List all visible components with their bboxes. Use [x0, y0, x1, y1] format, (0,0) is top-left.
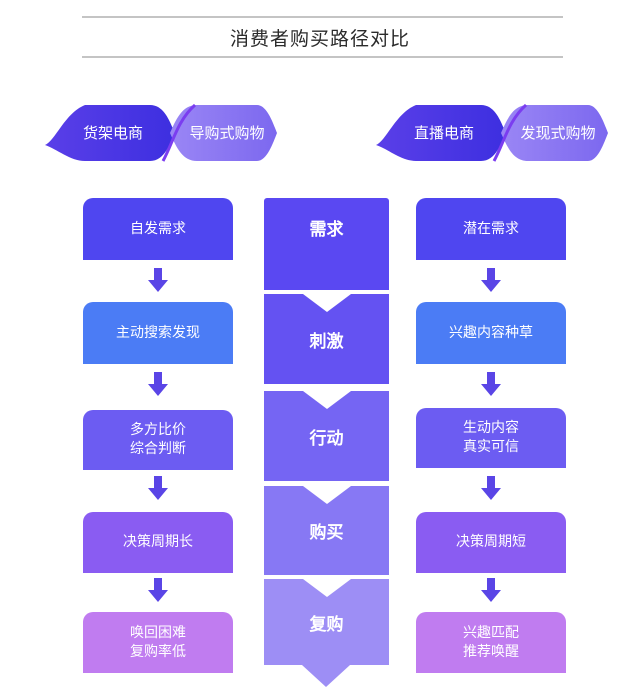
stage-repurchase: 复购: [264, 579, 389, 665]
right-header-primary: 直播电商: [413, 124, 474, 142]
right-step-5: 兴趣匹配 推荐唤醒: [416, 612, 566, 673]
page-title: 消费者购买路径对比: [229, 28, 410, 50]
left-step-5: 唤回困难 复购率低: [83, 612, 233, 673]
stage-demand: 需求: [264, 198, 389, 290]
down-arrow-icon: [148, 268, 168, 292]
right-step-3: 生动内容 真实可信: [416, 408, 566, 468]
down-arrow-icon: [148, 476, 168, 500]
notch-shape: [302, 294, 351, 312]
left-header-banner: 货架电商 导购式购物: [45, 103, 277, 163]
top-divider: [82, 16, 563, 18]
stage-action: 行动: [264, 391, 389, 481]
left-header-primary: 货架电商: [82, 124, 143, 142]
twisted-ribbon-shape: [376, 103, 608, 162]
right-header-secondary: 发现式购物: [520, 124, 596, 142]
right-step-1: 潜在需求: [416, 198, 566, 260]
down-arrow-icon: [148, 578, 168, 602]
notch-shape: [302, 486, 351, 504]
bottom-divider: [82, 56, 563, 58]
right-step-2: 兴趣内容种草: [416, 302, 566, 364]
stage-purchase: 购买: [264, 486, 389, 575]
right-step-4: 决策周期短: [416, 512, 566, 573]
left-step-3: 多方比价 综合判断: [83, 410, 233, 470]
twisted-ribbon-shape: [45, 103, 277, 162]
stage-label: 复购: [309, 614, 344, 635]
left-step-4: 决策周期长: [83, 512, 233, 573]
left-header-secondary: 导购式购物: [189, 124, 265, 142]
down-arrow-icon: [481, 578, 501, 602]
left-step-2: 主动搜索发现: [83, 302, 233, 364]
stage-label: 购买: [309, 523, 344, 543]
notch-shape: [302, 391, 351, 409]
bottom-arrow-tip: [302, 665, 350, 687]
down-arrow-icon: [481, 372, 501, 396]
notch-shape: [302, 579, 351, 597]
stage-label: 刺激: [309, 331, 344, 352]
down-arrow-icon: [481, 268, 501, 292]
down-arrow-icon: [481, 476, 501, 500]
stage-stimulus: 刺激: [264, 294, 389, 384]
left-step-1: 自发需求: [83, 198, 233, 260]
stage-label: 需求: [309, 220, 344, 240]
down-arrow-icon: [148, 372, 168, 396]
stage-label: 行动: [309, 428, 344, 449]
right-header-banner: 直播电商 发现式购物: [376, 103, 608, 163]
